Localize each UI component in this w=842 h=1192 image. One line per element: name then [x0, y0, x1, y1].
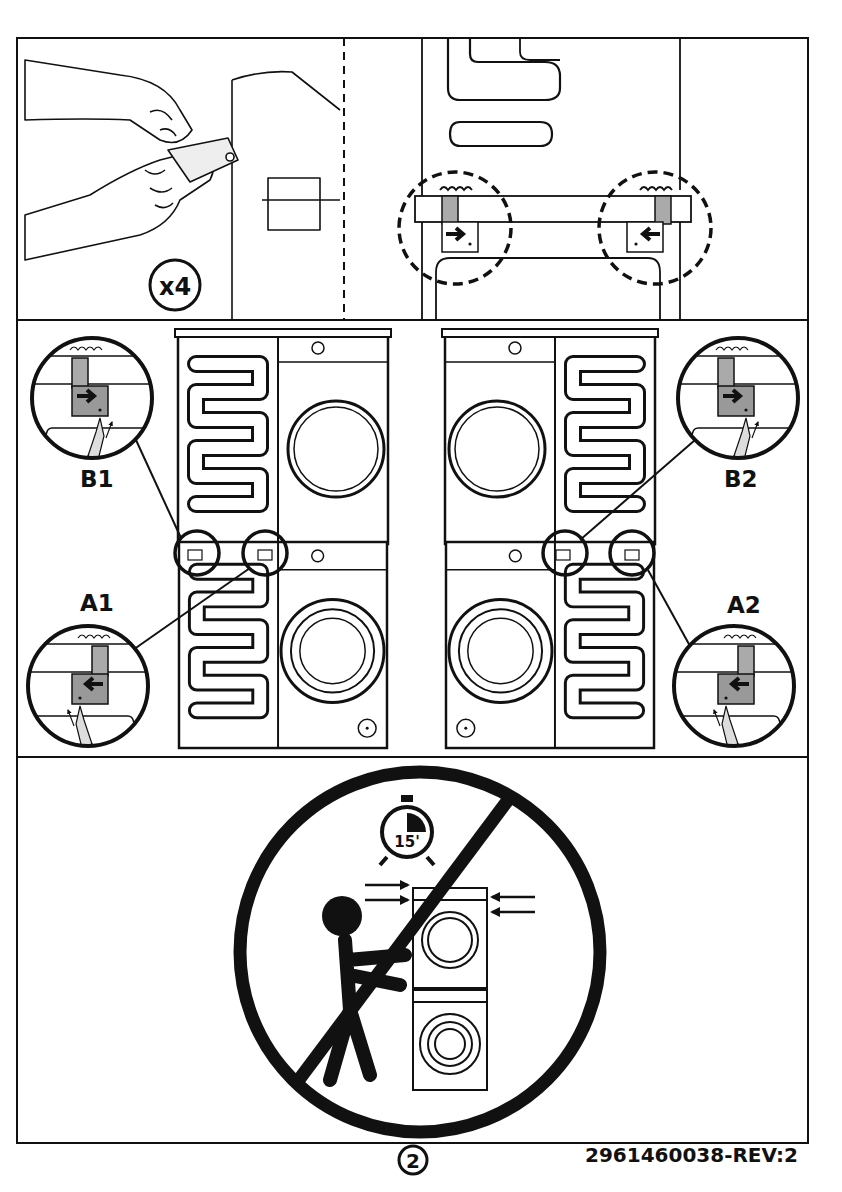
callout-letter: B2 [724, 468, 758, 491]
count-circle: 2 [397, 1144, 429, 1176]
node-text: 2 [406, 1151, 420, 1171]
node-text: 15' [394, 835, 419, 850]
callout-letter: A2 [727, 594, 761, 617]
node-text: x4 [159, 275, 191, 299]
node-outline [380, 805, 434, 859]
part-number: 2961460038-REV:2 [585, 1145, 798, 1165]
callout-letter: A1 [80, 592, 114, 615]
count-circle: x4 [148, 258, 202, 312]
stopwatch: 15' [380, 805, 434, 859]
callout-letter: B1 [80, 468, 114, 491]
